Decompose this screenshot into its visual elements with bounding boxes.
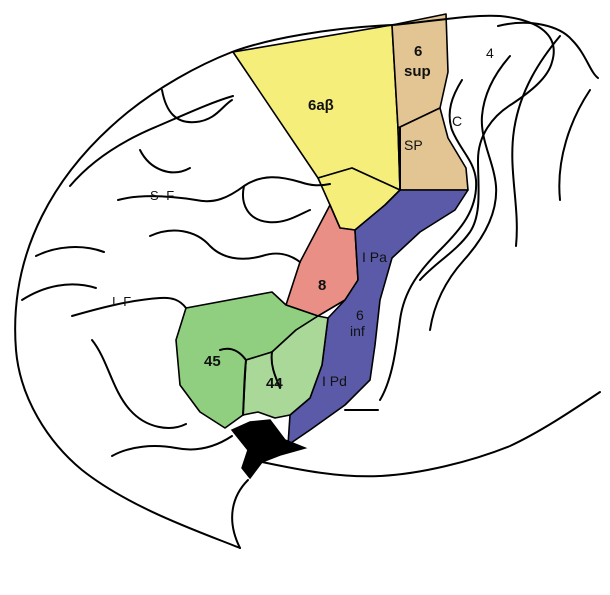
label-if: I F [112,294,133,309]
parietal-curve [512,36,560,246]
middle-frontal-fold [243,186,310,222]
brain-bottom-edge [232,480,248,548]
middle-frontal-fold-2 [150,231,300,262]
label-44: 44 [266,375,283,392]
superior-frontal-contour [70,96,233,186]
label-ipa: I Pa [362,249,387,265]
label-sf: S F [150,188,176,203]
label-c: C [452,113,462,129]
label-6-inf-word: inf [350,323,365,339]
orbital-fold [112,436,232,456]
label-ipd: I Pd [322,373,347,389]
label-6ab: 6aβ [308,97,334,114]
label-6-inf-number: 6 [356,307,364,323]
label-6-sup-number: 6 [414,43,422,60]
label-4: 4 [486,45,494,61]
parietal-curve-2 [559,90,590,200]
inferior-frontal-fold [92,340,186,428]
label-sp: SP [404,137,423,153]
frontal-fold-1 [162,90,232,122]
label-6-sup-word: sup [404,63,431,80]
frontal-fold-2 [140,150,190,172]
label-8: 8 [318,277,326,294]
label-45: 45 [204,353,221,370]
frontal-left-fold-2 [36,247,104,256]
frontal-left-fold [22,284,96,300]
